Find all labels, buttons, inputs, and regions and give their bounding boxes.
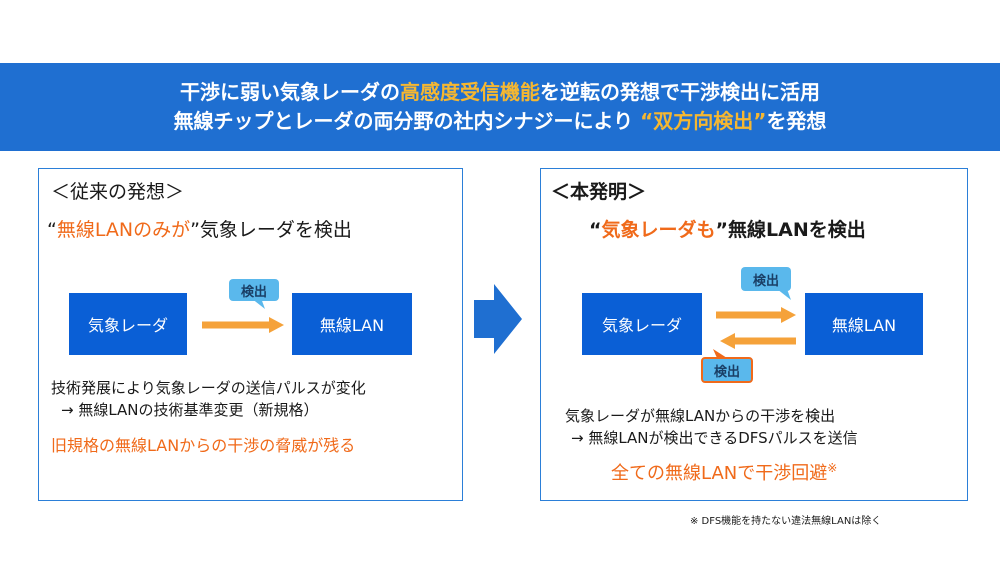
conventional-detect-label: 検出 xyxy=(240,284,267,300)
banner-line-1-highlight: 高感度受信機能 xyxy=(400,80,540,104)
invention-tagline-highlight: 気象レーダも xyxy=(601,219,716,241)
transition-arrow xyxy=(474,284,522,354)
title-banner: 干渉に弱い気象レーダの高感度受信機能を逆転の発想で干渉検出に活用 無線チップとレ… xyxy=(0,63,1000,151)
invention-detect-callout-bottom: 検出 xyxy=(701,357,753,383)
invention-panel: ＜本発明＞ “気象レーダも”無線LANを検出 気象レーダ 無線LAN 検出 検出… xyxy=(540,168,968,501)
top-callout-pointer xyxy=(777,289,791,300)
conventional-detect-callout: 検出 xyxy=(229,279,279,301)
conventional-tagline-highlight: 無線LANのみが xyxy=(56,219,191,241)
invention-lan-box: 無線LAN xyxy=(805,293,923,355)
conventional-radar-box: 気象レーダ xyxy=(69,293,187,355)
invention-detect-label-bottom: 検出 xyxy=(713,364,740,380)
invention-tagline-rest: ”無線LANを検出 xyxy=(715,219,866,241)
conventional-text-2: → 無線LANの技術基準変更（新規格） xyxy=(61,401,319,419)
invention-arrows xyxy=(713,289,796,358)
conventional-radar-label: 気象レーダ xyxy=(87,316,168,335)
banner-line-1-text-b: を逆転の発想で干渉検出に活用 xyxy=(540,80,820,104)
conventional-warning: 旧規格の無線LANからの干渉の脅威が残る xyxy=(51,436,356,455)
banner-line-2: 無線チップとレーダの両分野の社内シナジーにより “双方向検出”を発想 xyxy=(0,107,1000,136)
invention-heading: ＜本発明＞ xyxy=(551,181,647,203)
banner-line-1: 干渉に弱い気象レーダの高感度受信機能を逆転の発想で干渉検出に活用 xyxy=(0,78,1000,107)
banner-line-2-text-a: 無線チップとレーダの両分野の社内シナジーにより xyxy=(173,109,641,133)
conventional-lan-box: 無線LAN xyxy=(292,293,412,355)
banner-line-2-highlight: “双方向検出” xyxy=(640,109,767,133)
banner-line-2-text-b: を発想 xyxy=(766,109,827,133)
right-chevron-arrow-icon xyxy=(474,284,522,354)
invention-tagline: “気象レーダも”無線LANを検出 xyxy=(589,215,866,242)
invention-result: 全ての無線LANで干渉回避※ xyxy=(611,459,837,485)
right-arrow-icon xyxy=(716,307,796,323)
conventional-tagline: “無線LANのみが”気象レーダを検出 xyxy=(47,215,352,242)
invention-text-2: → 無線LANが検出できるDFSパルスを送信 xyxy=(571,429,858,447)
invention-radar-label: 気象レーダ xyxy=(601,316,682,335)
invention-detect-callout-top: 検出 xyxy=(741,267,791,291)
footnote: ※ DFS機能を持たない違法無線LANは除く xyxy=(690,516,882,527)
right-arrow-icon xyxy=(202,317,284,333)
left-arrow-icon xyxy=(720,333,796,349)
conventional-tagline-rest: ”気象レーダを検出 xyxy=(190,219,352,241)
conventional-heading: ＜従来の発想＞ xyxy=(51,181,185,203)
invention-result-mark: ※ xyxy=(827,461,838,475)
invention-text-1: 気象レーダが無線LANからの干渉を検出 xyxy=(565,407,836,425)
invention-radar-box: 気象レーダ xyxy=(582,293,702,355)
conventional-tagline-quote: “ xyxy=(47,219,57,241)
banner-line-1-text-a: 干渉に弱い気象レーダの xyxy=(180,80,400,104)
conventional-panel: ＜従来の発想＞ “無線LANのみが”気象レーダを検出 気象レーダ 無線LAN 検… xyxy=(38,168,463,501)
bottom-callout-pointer xyxy=(713,349,727,358)
invention-tagline-quote: “ xyxy=(589,219,602,241)
invention-result-text: 全ての無線LANで干渉回避 xyxy=(611,463,828,484)
invention-detect-label-top: 検出 xyxy=(752,273,779,289)
conventional-lan-label: 無線LAN xyxy=(319,316,385,335)
invention-lan-label: 無線LAN xyxy=(831,316,897,335)
conventional-text-1: 技術発展により気象レーダの送信パルスが変化 xyxy=(51,379,366,397)
